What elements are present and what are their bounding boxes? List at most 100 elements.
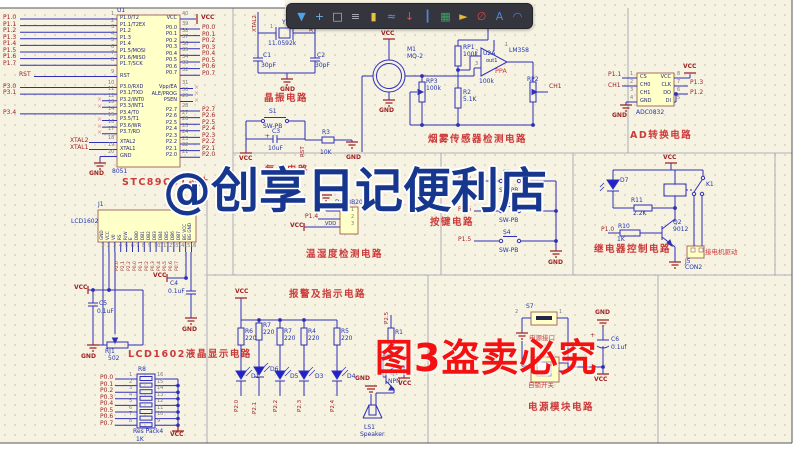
pin-number: 6 (677, 87, 681, 93)
net-label-vertical: P0.3 (151, 261, 156, 271)
grid-tool-icon[interactable]: ▦ (440, 9, 451, 23)
power-label: VCC (683, 63, 697, 70)
pin-number: 40 (182, 11, 189, 17)
pin-number: 6 (111, 44, 115, 50)
circuit-section-label: AD转换电路 (630, 130, 693, 141)
list-tool-icon[interactable]: ≡ (350, 9, 361, 23)
pot-wiper-arrow (417, 88, 425, 96)
crosshair-tool-icon[interactable]: + (314, 9, 325, 23)
net-label-vertical: P0.2 (145, 261, 150, 271)
pin-number: 2 (515, 309, 519, 315)
pin-number: 3 (630, 87, 634, 93)
pin-number: 16 (108, 119, 115, 125)
pin-name: DI (665, 98, 671, 104)
circuit-section-label: 按键电路 (430, 217, 475, 228)
pin-name: P3.5/T1 (120, 116, 139, 122)
net-label: P1.6 (458, 206, 472, 213)
pin-number: 1 (101, 243, 105, 249)
pin-name: P3.6/WR (120, 123, 142, 129)
pin-name-vertical: DB3 (152, 231, 157, 240)
pin-number: 11 (160, 243, 167, 249)
floating-toolbar[interactable]: ▼ + □ ≡ ▮ ≈ ↓ ┃ ▦ ► ∅ A ◠ (286, 3, 533, 29)
net-label: P2.7 (202, 106, 216, 113)
bus-tool-icon[interactable]: ┃ (424, 9, 431, 23)
pin-number: 13 (172, 243, 179, 249)
cursor-tool-icon[interactable]: ▼ (297, 9, 306, 23)
net-label: P0.5 (202, 57, 216, 64)
power-label: VCC (398, 380, 412, 387)
designator-label: Q1 (390, 370, 399, 377)
no-erc-icon[interactable]: ∅ (476, 9, 487, 23)
pin-number: 7 (111, 50, 115, 56)
net-label-vertical: P0.0 (133, 261, 138, 271)
pin-name: P1.1/T2EX (120, 22, 146, 28)
arc-tool-icon[interactable]: ◠ (512, 9, 523, 23)
pin-number: 21 (182, 149, 189, 155)
net-label-vertical: P2.2 (273, 399, 279, 412)
pin-name: P2.2 (166, 139, 177, 145)
pin-number: 20 (108, 149, 115, 155)
pin-number: 14 (178, 243, 185, 249)
pin-number: 7 (136, 243, 140, 249)
wire-tool-icon[interactable]: ≈ (386, 9, 397, 23)
pin-name: out1 (486, 58, 498, 64)
designator-label: Y1 (282, 20, 289, 26)
designator-label: C2 (317, 52, 326, 59)
directive-tool-icon[interactable]: ► (459, 9, 468, 23)
power-port-icon[interactable]: ↓ (404, 9, 415, 23)
pin-name: DO (663, 90, 671, 96)
designator-label: 9012 (673, 226, 689, 233)
pin-number: 14 (157, 385, 164, 391)
designator-label: SW-PB (499, 247, 519, 254)
pin-name: P3.0/RXD (120, 84, 144, 90)
region-tool-icon[interactable]: □ (332, 9, 343, 23)
net-label: P3.0 (3, 83, 17, 90)
power-label: GND (595, 309, 610, 316)
latch-switch-button (536, 361, 552, 377)
pin-name: P0.2 (166, 38, 177, 44)
net-label: CH1 (549, 83, 562, 90)
net-label-vertical: P2.3 (297, 399, 303, 412)
designator-label: D7 (620, 177, 629, 184)
designator-label: 502 (108, 355, 120, 362)
pin-number: 3 (351, 221, 355, 227)
pin-name-vertical: DB2 (146, 231, 151, 240)
text-tool-icon[interactable]: A (495, 9, 504, 23)
con2-pin (690, 247, 696, 253)
designator-label: R10 (618, 223, 630, 230)
no-erc-marker: × (97, 96, 103, 103)
designator-label: D5 (290, 373, 299, 380)
designator-label: LM358 (509, 47, 529, 54)
pin-name: P0.5 (166, 57, 177, 63)
pin-name: P1.0/T2 (120, 15, 139, 21)
net-label: RST (19, 71, 31, 78)
pin-number: 1 (351, 207, 355, 213)
net-label: P3.1 (3, 89, 17, 96)
mcu-body (116, 14, 181, 168)
relay-coil (663, 183, 687, 197)
ds18b20-body (339, 206, 359, 235)
pin-number: 5 (129, 398, 133, 404)
pin-name: RST (120, 73, 130, 79)
pin-name: XTAL2 (120, 139, 136, 145)
designator-label: C3 (272, 128, 281, 135)
pin-name: CS (640, 74, 647, 80)
designator-label: SW-PB (263, 123, 283, 130)
circuit-section-label: 电源模块电路 (528, 402, 595, 413)
net-label-vertical: XTAL2 (252, 15, 258, 32)
pin-number: 15 (157, 379, 164, 385)
designator-label: CON2 (685, 264, 703, 271)
designator-label: R11 (631, 197, 643, 204)
designator-label: 100k (479, 78, 494, 85)
pin-name: VCC (166, 15, 177, 21)
net-label: P2.6 (202, 112, 216, 119)
component-tool-icon[interactable]: ▮ (370, 9, 377, 23)
net-label: P0.2 (100, 387, 114, 394)
pin-number: 4 (630, 95, 634, 101)
power-label: GND (280, 86, 295, 93)
pin-name: P2.4 (166, 126, 177, 132)
pin-number: 1 (505, 42, 509, 48)
pin-name-vertical: DB0 (134, 231, 139, 240)
